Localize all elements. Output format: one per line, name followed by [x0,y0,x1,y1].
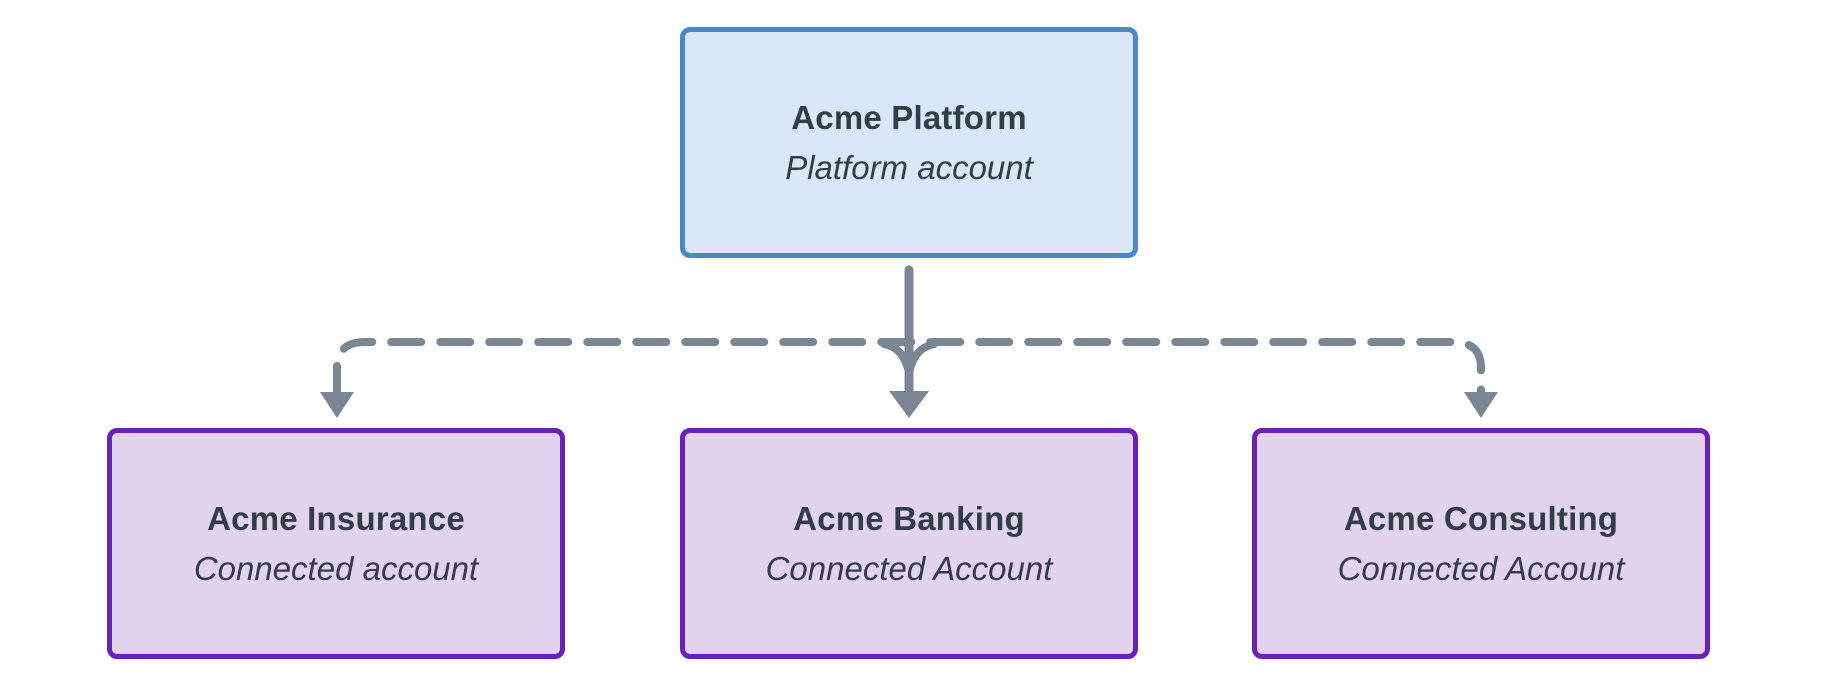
node-subtitle: Connected Account [765,549,1053,587]
arrowhead-consulting-icon [1464,392,1498,418]
node-subtitle: Platform account [785,148,1033,186]
node-acme-insurance: Acme Insurance Connected account [107,428,565,659]
arrowhead-banking-icon [889,391,929,418]
node-title: Acme Banking [793,499,1025,537]
edge-platform-insurance-consulting [333,338,1485,400]
arrowhead-insurance-icon [320,392,354,418]
node-acme-consulting: Acme Consulting Connected Account [1252,428,1710,659]
edge-fork-left [880,340,913,376]
edge-fork-right [905,340,938,376]
node-acme-platform: Acme Platform Platform account [680,27,1138,258]
node-title: Acme Insurance [207,499,465,537]
node-title: Acme Consulting [1343,499,1619,537]
node-title: Acme Platform [791,98,1027,136]
node-subtitle: Connected Account [1337,549,1625,587]
node-subtitle: Connected account [193,549,479,587]
node-acme-banking: Acme Banking Connected Account [680,428,1138,659]
